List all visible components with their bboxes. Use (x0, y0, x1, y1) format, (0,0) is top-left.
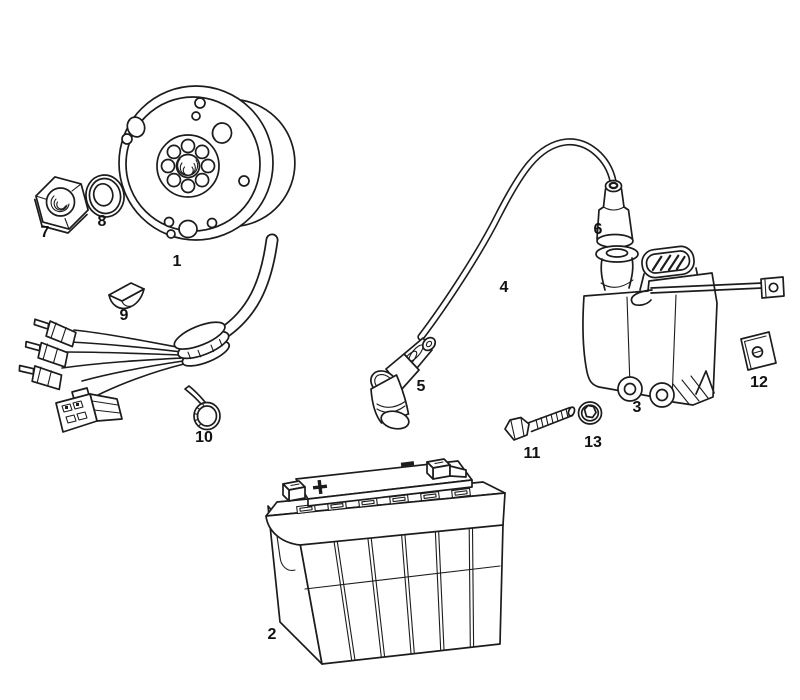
stator-wire-conduit (215, 233, 279, 341)
part-7-hex-nut (33, 176, 89, 234)
part-label-9: 9 (120, 307, 129, 324)
spade-terminal-2 (24, 340, 69, 368)
part-4-spark-plug-wire (417, 138, 617, 341)
part-5-spark-plug-cap (370, 336, 437, 430)
part-10-cable-tie (184, 385, 221, 431)
part-label-7: 7 (41, 224, 50, 241)
part-11-hex-bolt (504, 406, 576, 441)
battery-plus-mark (312, 479, 328, 495)
part-13-lock-washer (577, 401, 603, 425)
harness-grommet (173, 321, 231, 367)
part-label-6: 6 (594, 221, 603, 238)
battery-dash-mark (400, 461, 415, 467)
part-label-4: 4 (500, 279, 509, 296)
part-label-1: 1 (173, 253, 182, 270)
spade-terminal-1 (33, 318, 77, 348)
part-label-2: 2 (268, 626, 277, 643)
spade-terminal-3 (18, 364, 63, 391)
part-label-3: 3 (633, 399, 642, 416)
part-9-woodruff-key (108, 282, 145, 310)
stator-harness-wires (61, 329, 185, 397)
part-12-clip-plate (740, 331, 777, 371)
part-label-12: 12 (750, 374, 768, 391)
part-2-battery (265, 458, 506, 665)
part-label-8: 8 (98, 213, 107, 230)
part-label-5: 5 (417, 378, 426, 395)
block-connector (55, 387, 123, 433)
part-8-flat-washer (85, 174, 125, 218)
part-6-coil-rubber-boot (596, 179, 634, 249)
part-label-13: 13 (584, 434, 602, 451)
part-label-10: 10 (195, 429, 213, 446)
part-label-11: 11 (524, 445, 541, 462)
part-1-flywheel-magneto-rotor (118, 85, 296, 241)
part-3-ignition-coil-unit (582, 245, 785, 408)
part-callouts: 1 2 3 4 5 6 7 8 9 10 11 12 13 (41, 213, 768, 643)
